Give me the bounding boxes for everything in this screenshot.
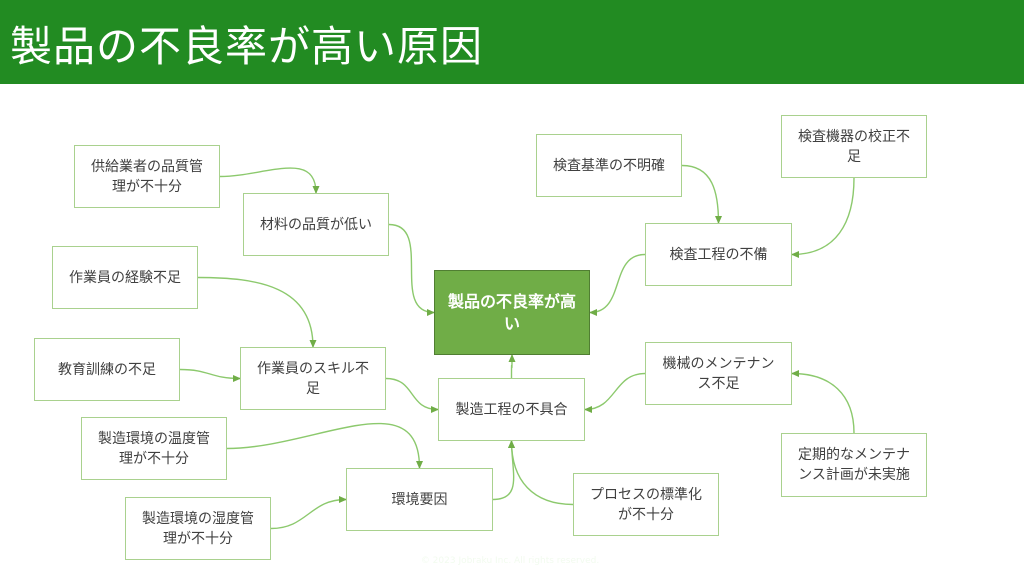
copyright-watermark: © 2023 Jobraku Inc. All rights reserved. xyxy=(420,556,600,566)
node-label: プロセスの標準化が不十分 xyxy=(590,486,702,523)
connector-process-standard-to-process-defect xyxy=(508,440,574,506)
connector-supplier-qc-to-material-quality xyxy=(219,167,320,194)
connector-training-to-worker-skill xyxy=(179,368,241,382)
node-humidity-control[interactable]: 製造環境の湿度管理が不十分 xyxy=(125,497,271,560)
node-label: 作業員のスキル不足 xyxy=(257,360,369,397)
node-material-quality[interactable]: 材料の品質が低い xyxy=(243,193,389,256)
node-maintenance-plan[interactable]: 定期的なメンテナンス計画が未実施 xyxy=(781,433,927,497)
node-label: 教育訓練の不足 xyxy=(58,361,156,378)
node-manufacturing-process-defect[interactable]: 製造工程の不具合 xyxy=(438,378,585,441)
node-label: 製品の不良率が高い xyxy=(447,291,576,333)
connector-worker-skill-to-process-defect xyxy=(385,377,439,413)
node-inspection-calibration[interactable]: 検査機器の校正不足 xyxy=(781,115,927,178)
node-label: 製造環境の湿度管理が不十分 xyxy=(142,510,254,547)
node-label: 製造環境の温度管理が不十分 xyxy=(98,430,210,467)
node-label: 定期的なメンテナンス計画が未実施 xyxy=(798,447,910,483)
node-worker-skill[interactable]: 作業員のスキル不足 xyxy=(240,347,386,410)
connector-process-defect-to-center xyxy=(508,354,516,379)
connector-machine-maintenance-to-process-defect xyxy=(584,372,646,413)
node-label: 検査工程の不備 xyxy=(669,246,768,263)
node-label: 供給業者の品質管理が不十分 xyxy=(91,158,203,195)
connector-inspect-process-to-center xyxy=(589,253,646,316)
title-bar: 製品の不良率が高い原因 xyxy=(0,0,1024,84)
node-process-standardization[interactable]: プロセスの標準化が不十分 xyxy=(573,473,719,536)
node-temperature-control[interactable]: 製造環境の温度管理が不十分 xyxy=(81,417,227,480)
node-label: 機械のメンテナンス不足 xyxy=(662,355,775,392)
node-machine-maintenance[interactable]: 機械のメンテナンス不足 xyxy=(645,342,792,405)
connector-material-quality-to-center xyxy=(388,223,435,316)
node-worker-experience[interactable]: 作業員の経験不足 xyxy=(52,246,198,309)
connector-temp-control-to-environment xyxy=(226,422,423,469)
node-label: 検査基準の不明確 xyxy=(553,157,665,174)
node-label: 検査機器の校正不足 xyxy=(798,128,910,165)
connector-maintenance-plan-to-machine-maintenance xyxy=(791,370,855,434)
node-label: 製造工程の不具合 xyxy=(455,401,568,418)
connector-worker-experience-to-worker-skill xyxy=(197,276,317,348)
connector-inspect-calibration-to-inspect-process xyxy=(791,177,855,258)
page-title: 製品の不良率が高い原因 xyxy=(10,22,484,71)
node-label: 作業員の経験不足 xyxy=(69,269,181,286)
root-cause-node-product-defect-rate[interactable]: 製品の不良率が高い xyxy=(434,270,590,355)
node-environmental-factors[interactable]: 環境要因 xyxy=(346,468,493,531)
node-label: 材料の品質が低い xyxy=(260,216,372,233)
connector-environment-to-process-defect xyxy=(492,440,516,501)
node-inspection-criteria[interactable]: 検査基準の不明確 xyxy=(536,134,682,197)
connector-inspect-criteria-to-inspect-process xyxy=(681,164,722,224)
node-supplier-quality-control[interactable]: 供給業者の品質管理が不十分 xyxy=(74,145,220,208)
node-inspection-process[interactable]: 検査工程の不備 xyxy=(645,223,792,286)
node-label: 環境要因 xyxy=(391,491,448,508)
connector-humidity-control-to-environment xyxy=(270,496,347,530)
node-training-shortage[interactable]: 教育訓練の不足 xyxy=(34,338,180,401)
